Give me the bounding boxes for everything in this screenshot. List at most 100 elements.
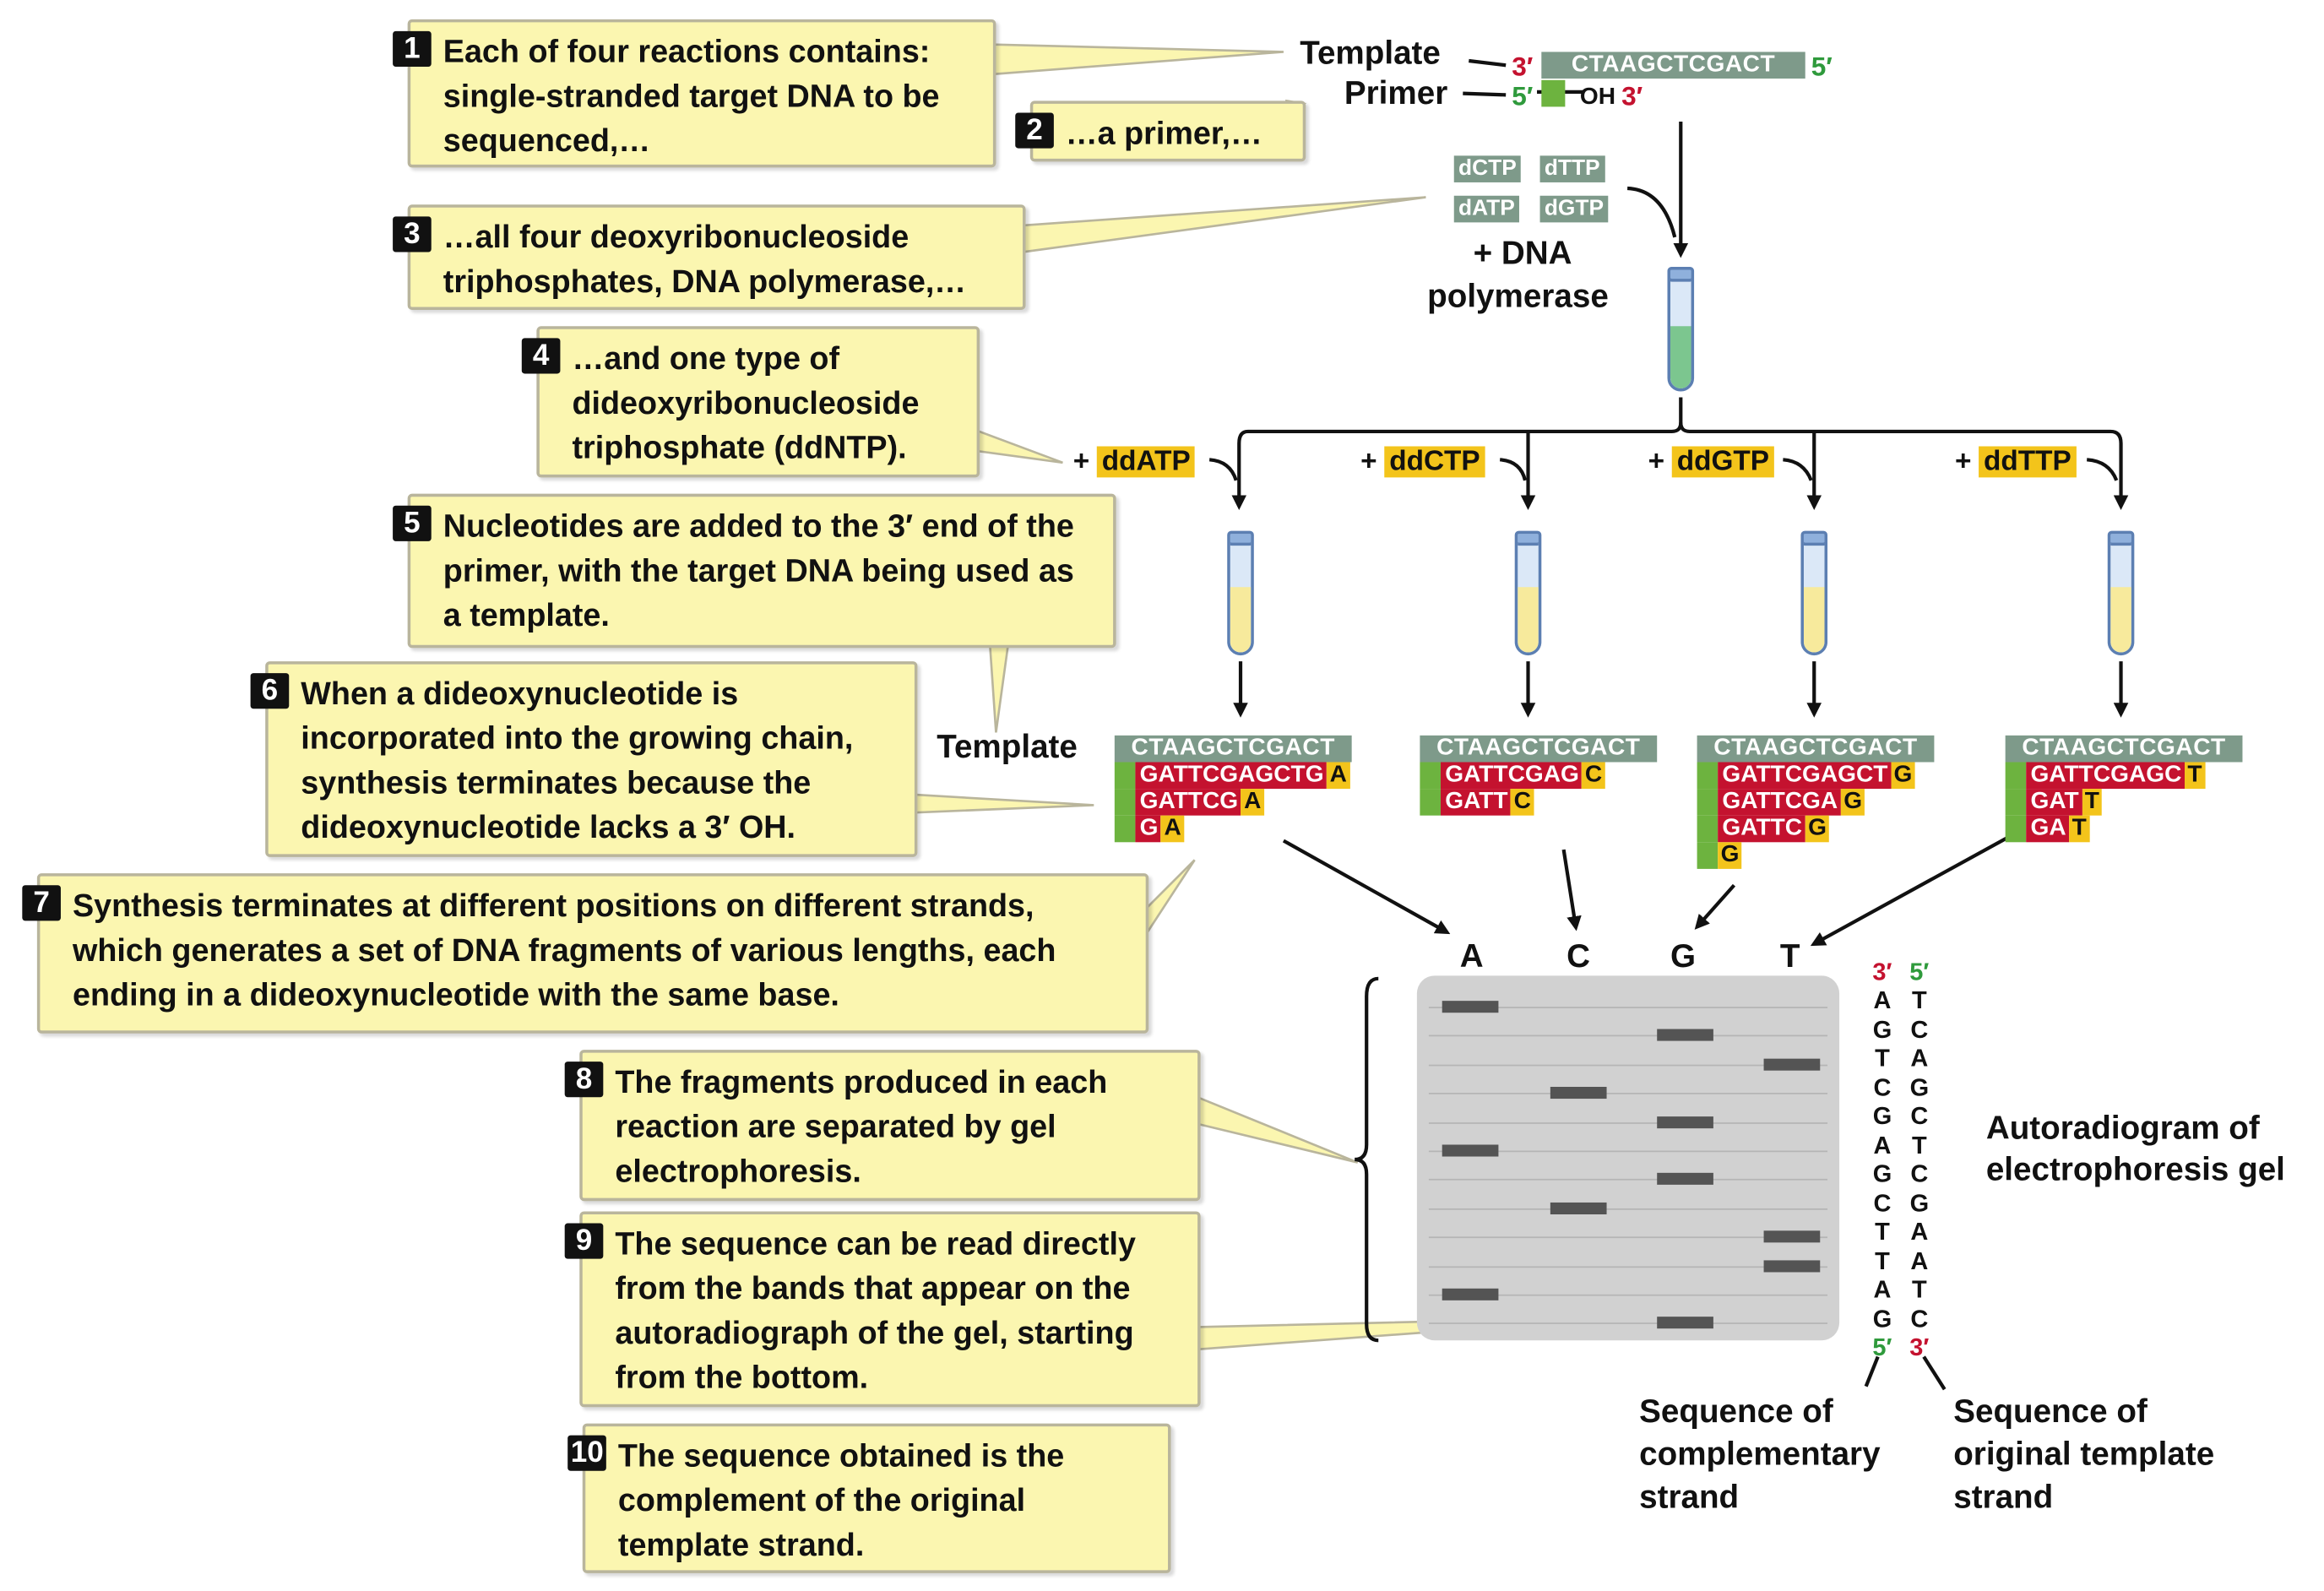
step-6-text: When a dideoxynucleotide is incorporated… bbox=[301, 676, 854, 845]
gel-row-line bbox=[1428, 1236, 1828, 1239]
gel-band-t bbox=[1763, 1230, 1821, 1243]
step-6-box: 6 When a dideoxynucleotide is incorporat… bbox=[250, 661, 918, 857]
reaction-tube-t bbox=[2107, 530, 2135, 656]
complementary-base: A bbox=[1873, 987, 1892, 1014]
gel-band-g bbox=[1657, 1029, 1713, 1042]
gel-band-a bbox=[1442, 1288, 1499, 1300]
step-7-number: 7 bbox=[22, 885, 61, 921]
original-base: A bbox=[1910, 1045, 1929, 1072]
original-base: A bbox=[1910, 1247, 1929, 1275]
step-3-number: 3 bbox=[393, 216, 432, 252]
gel-row-line bbox=[1428, 1265, 1828, 1268]
complementary-base: G bbox=[1872, 1016, 1892, 1044]
step-3-text: …all four deoxyribonucleoside triphospha… bbox=[443, 219, 967, 300]
primer-5prime: 5′ bbox=[1512, 81, 1534, 111]
original-strand-label: Sequence of original template strand bbox=[1953, 1392, 2215, 1516]
polymerase-label: polymerase bbox=[1427, 277, 1609, 315]
step-4-number: 4 bbox=[521, 338, 561, 374]
step-1-text: Each of four reactions contains: single-… bbox=[443, 34, 940, 159]
step-5-text: Nucleotides are added to the 3′ end of t… bbox=[443, 508, 1074, 633]
complementary-top-end: 3′ bbox=[1872, 959, 1892, 986]
gel-band-g bbox=[1657, 1173, 1713, 1186]
fragment-g-4: G bbox=[1697, 842, 1935, 869]
step-10-text: The sequence obtained is the complement … bbox=[617, 1438, 1065, 1563]
step-2-text: …a primer,… bbox=[1065, 115, 1262, 152]
dntp-dctp: dCTP bbox=[1453, 155, 1522, 182]
original-base: C bbox=[1910, 1103, 1929, 1130]
step-6-number: 6 bbox=[250, 673, 290, 709]
original-base: T bbox=[1911, 987, 1927, 1014]
reaction-tube-a bbox=[1227, 530, 1254, 656]
primer-3prime: 3′ bbox=[1621, 81, 1643, 111]
complementary-base: A bbox=[1873, 1132, 1892, 1159]
complementary-strand-label: Sequence of complementary strand bbox=[1639, 1392, 1881, 1516]
complementary-base: G bbox=[1872, 1103, 1892, 1130]
step-2-box: 2 …a primer,… bbox=[1015, 100, 1306, 162]
template-5prime: 5′ bbox=[1811, 52, 1833, 82]
original-bottom-end: 3′ bbox=[1909, 1334, 1930, 1361]
reaction-c-template: CTAAGCTCGACT bbox=[1420, 735, 1658, 763]
step-1-number: 1 bbox=[393, 30, 432, 68]
original-base: G bbox=[1909, 1190, 1930, 1217]
original-base: C bbox=[1910, 1160, 1929, 1188]
gel-band-a bbox=[1442, 1144, 1499, 1157]
gel-band-a bbox=[1442, 1001, 1499, 1013]
primer-oh: OH bbox=[1579, 84, 1616, 110]
gel-row-line bbox=[1428, 1294, 1828, 1296]
reaction-tube-g bbox=[1800, 530, 1828, 656]
plus-dna-label: + DNA bbox=[1473, 234, 1572, 272]
gel-row-line bbox=[1428, 1150, 1828, 1153]
gel-row-line bbox=[1428, 1322, 1828, 1325]
gel-row-line bbox=[1428, 1093, 1828, 1095]
step-9-number: 9 bbox=[564, 1223, 604, 1259]
gel-lane-label-a: A bbox=[1459, 937, 1484, 975]
ddttp-label: + ddTTP bbox=[1955, 446, 2077, 479]
reactions-template-label: Template bbox=[937, 728, 1078, 765]
step-3-box: 3 …all four deoxyribonucleoside triphosp… bbox=[393, 204, 1026, 310]
step-4-box: 4 …and one type of dideoxyribonucleoside… bbox=[521, 326, 980, 478]
top-template-label: Template bbox=[1300, 34, 1441, 72]
template-3prime: 3′ bbox=[1512, 52, 1534, 82]
gel-row-line bbox=[1428, 1007, 1828, 1008]
complementary-base: G bbox=[1872, 1305, 1892, 1333]
gel-band-g bbox=[1657, 1116, 1713, 1128]
step-8-text: The fragments produced in each reaction … bbox=[615, 1064, 1108, 1190]
gel-lane-label-g: G bbox=[1670, 937, 1697, 975]
original-base: T bbox=[1911, 1132, 1927, 1159]
primer-block bbox=[1541, 79, 1566, 107]
gel-band-t bbox=[1763, 1259, 1821, 1272]
complementary-base: A bbox=[1873, 1276, 1892, 1304]
step-8-number: 8 bbox=[564, 1062, 604, 1098]
autoradiogram-label: Autoradiogram of electrophoresis gel bbox=[1985, 1109, 2285, 1188]
complementary-bottom-end: 5′ bbox=[1872, 1334, 1892, 1361]
step-10-box: 10 The sequence obtained is the compleme… bbox=[567, 1423, 1171, 1573]
gel-row-line bbox=[1428, 1121, 1828, 1124]
complementary-base: T bbox=[1875, 1247, 1890, 1275]
step-8-box: 8 The fragments produced in each reactio… bbox=[564, 1050, 1201, 1202]
step-10-number: 10 bbox=[567, 1435, 607, 1471]
dntp-dttp: dTTP bbox=[1539, 155, 1605, 182]
gel-row-line bbox=[1428, 1179, 1828, 1181]
complementary-base: G bbox=[1872, 1160, 1892, 1188]
complementary-base: C bbox=[1873, 1190, 1892, 1217]
gel-row-line bbox=[1428, 1035, 1828, 1037]
original-base: G bbox=[1909, 1074, 1930, 1101]
original-base: C bbox=[1910, 1016, 1929, 1044]
gel-lane-label-c: C bbox=[1567, 937, 1591, 975]
reaction-t-template: CTAAGCTCGACT bbox=[2005, 735, 2243, 763]
step-4-text: …and one type of dideoxyribonucleoside t… bbox=[572, 340, 920, 466]
ddatp-label: + ddATP bbox=[1073, 446, 1195, 479]
reaction-tube-c bbox=[1514, 530, 1542, 656]
complementary-base: C bbox=[1873, 1074, 1892, 1101]
